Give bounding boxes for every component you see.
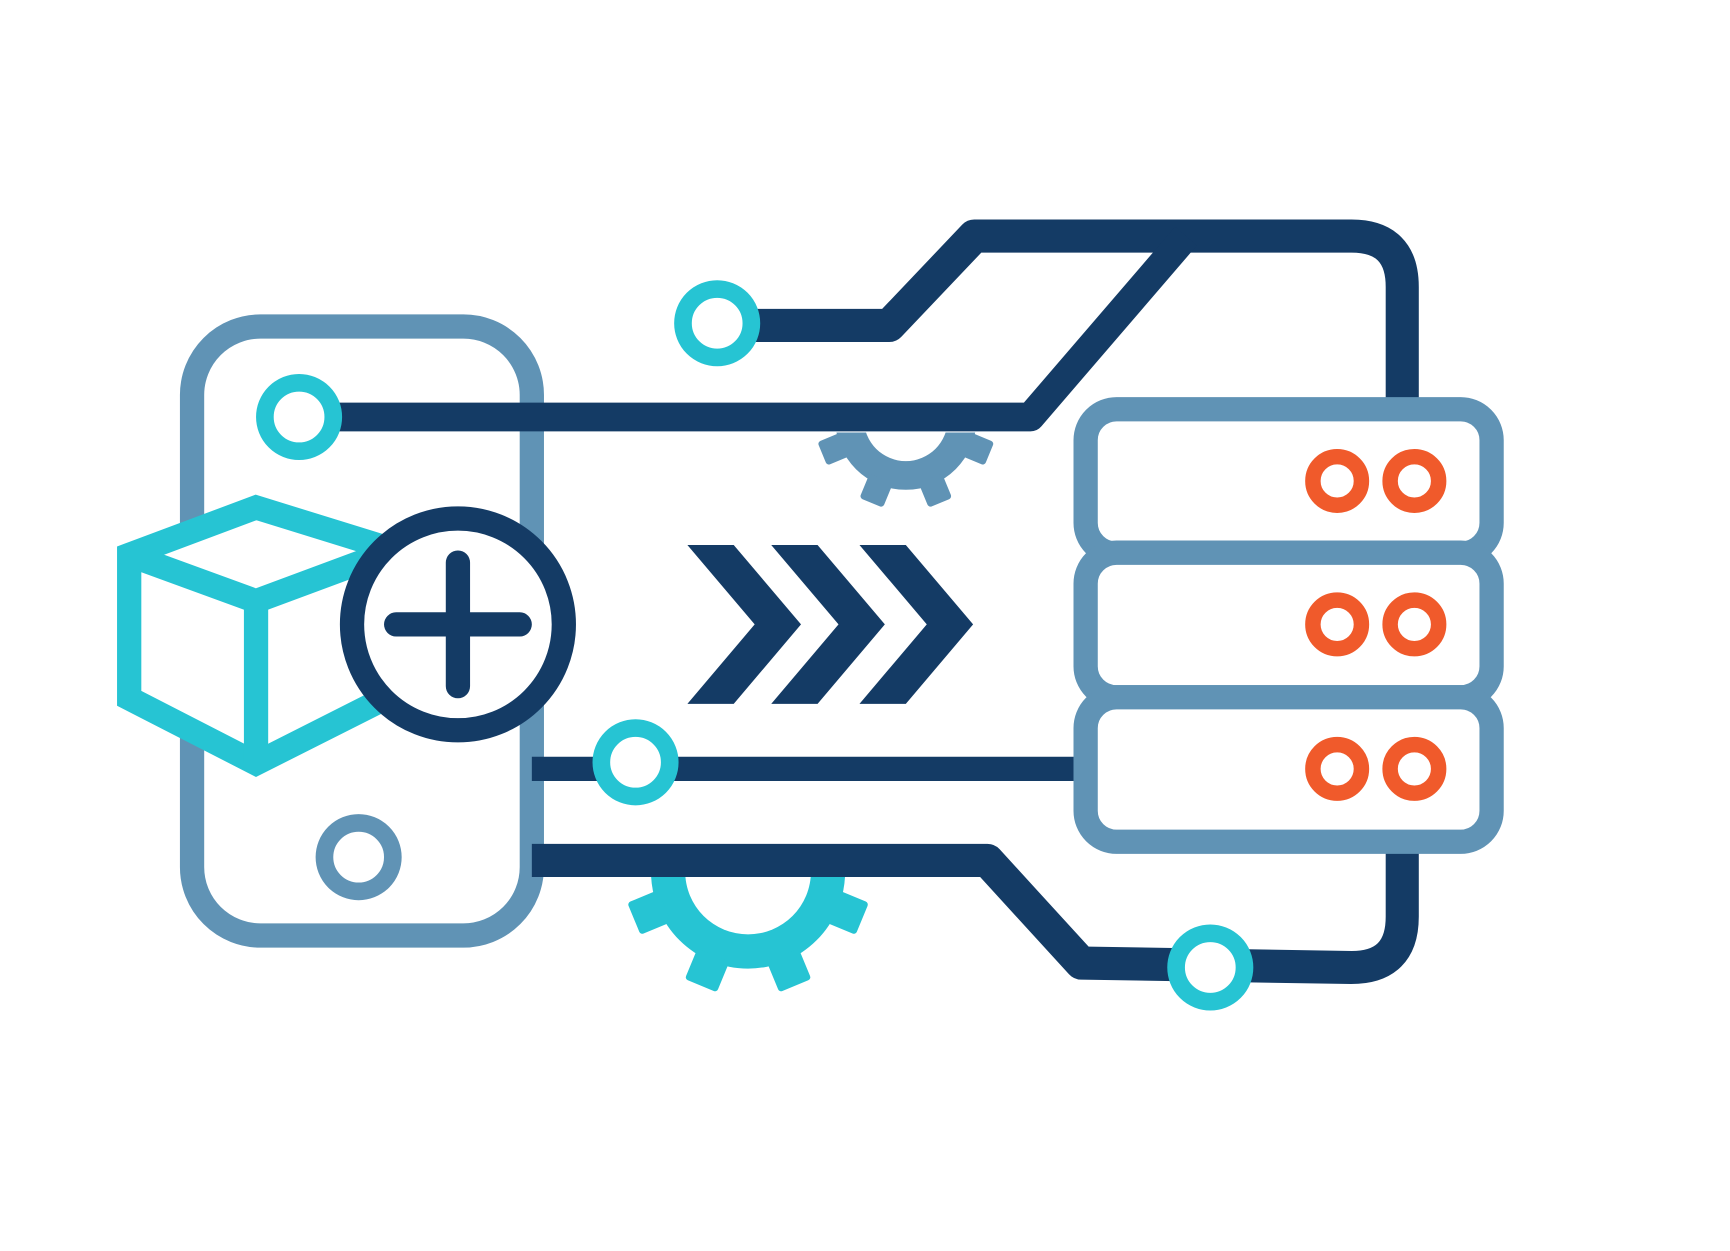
server-unit (1073, 685, 1504, 854)
server-stack-icon (1073, 397, 1504, 854)
circuit-node-icon (674, 280, 761, 367)
phone-home-button (315, 814, 402, 901)
status-light-icon (1305, 592, 1370, 657)
circuit-diagonal (320, 226, 1197, 432)
package-box-icon (117, 494, 393, 778)
chevron-right-icon (687, 544, 802, 704)
circuit-node-icon (592, 719, 679, 806)
status-light-icon (1305, 736, 1370, 801)
chevrons-right-icon (687, 544, 974, 704)
add-plus-icon (339, 506, 576, 743)
circuit-node-icon (1167, 924, 1254, 1011)
chevron-right-icon (859, 544, 974, 704)
status-light-icon (1382, 448, 1447, 513)
circuit-bottom (531, 843, 1419, 985)
gear-icon (818, 432, 994, 507)
gear-icon (628, 877, 868, 992)
circuit-node-icon (256, 373, 343, 461)
circuit-top (750, 219, 1419, 403)
status-light-icon (1305, 448, 1370, 513)
chevron-right-icon (771, 544, 885, 704)
status-light-icon (1382, 592, 1447, 657)
status-light-icon (1382, 736, 1447, 801)
circuit-nodes (256, 280, 1254, 1011)
server-unit (1073, 540, 1504, 710)
server-unit (1073, 397, 1504, 566)
circuit-lines (320, 219, 1419, 985)
